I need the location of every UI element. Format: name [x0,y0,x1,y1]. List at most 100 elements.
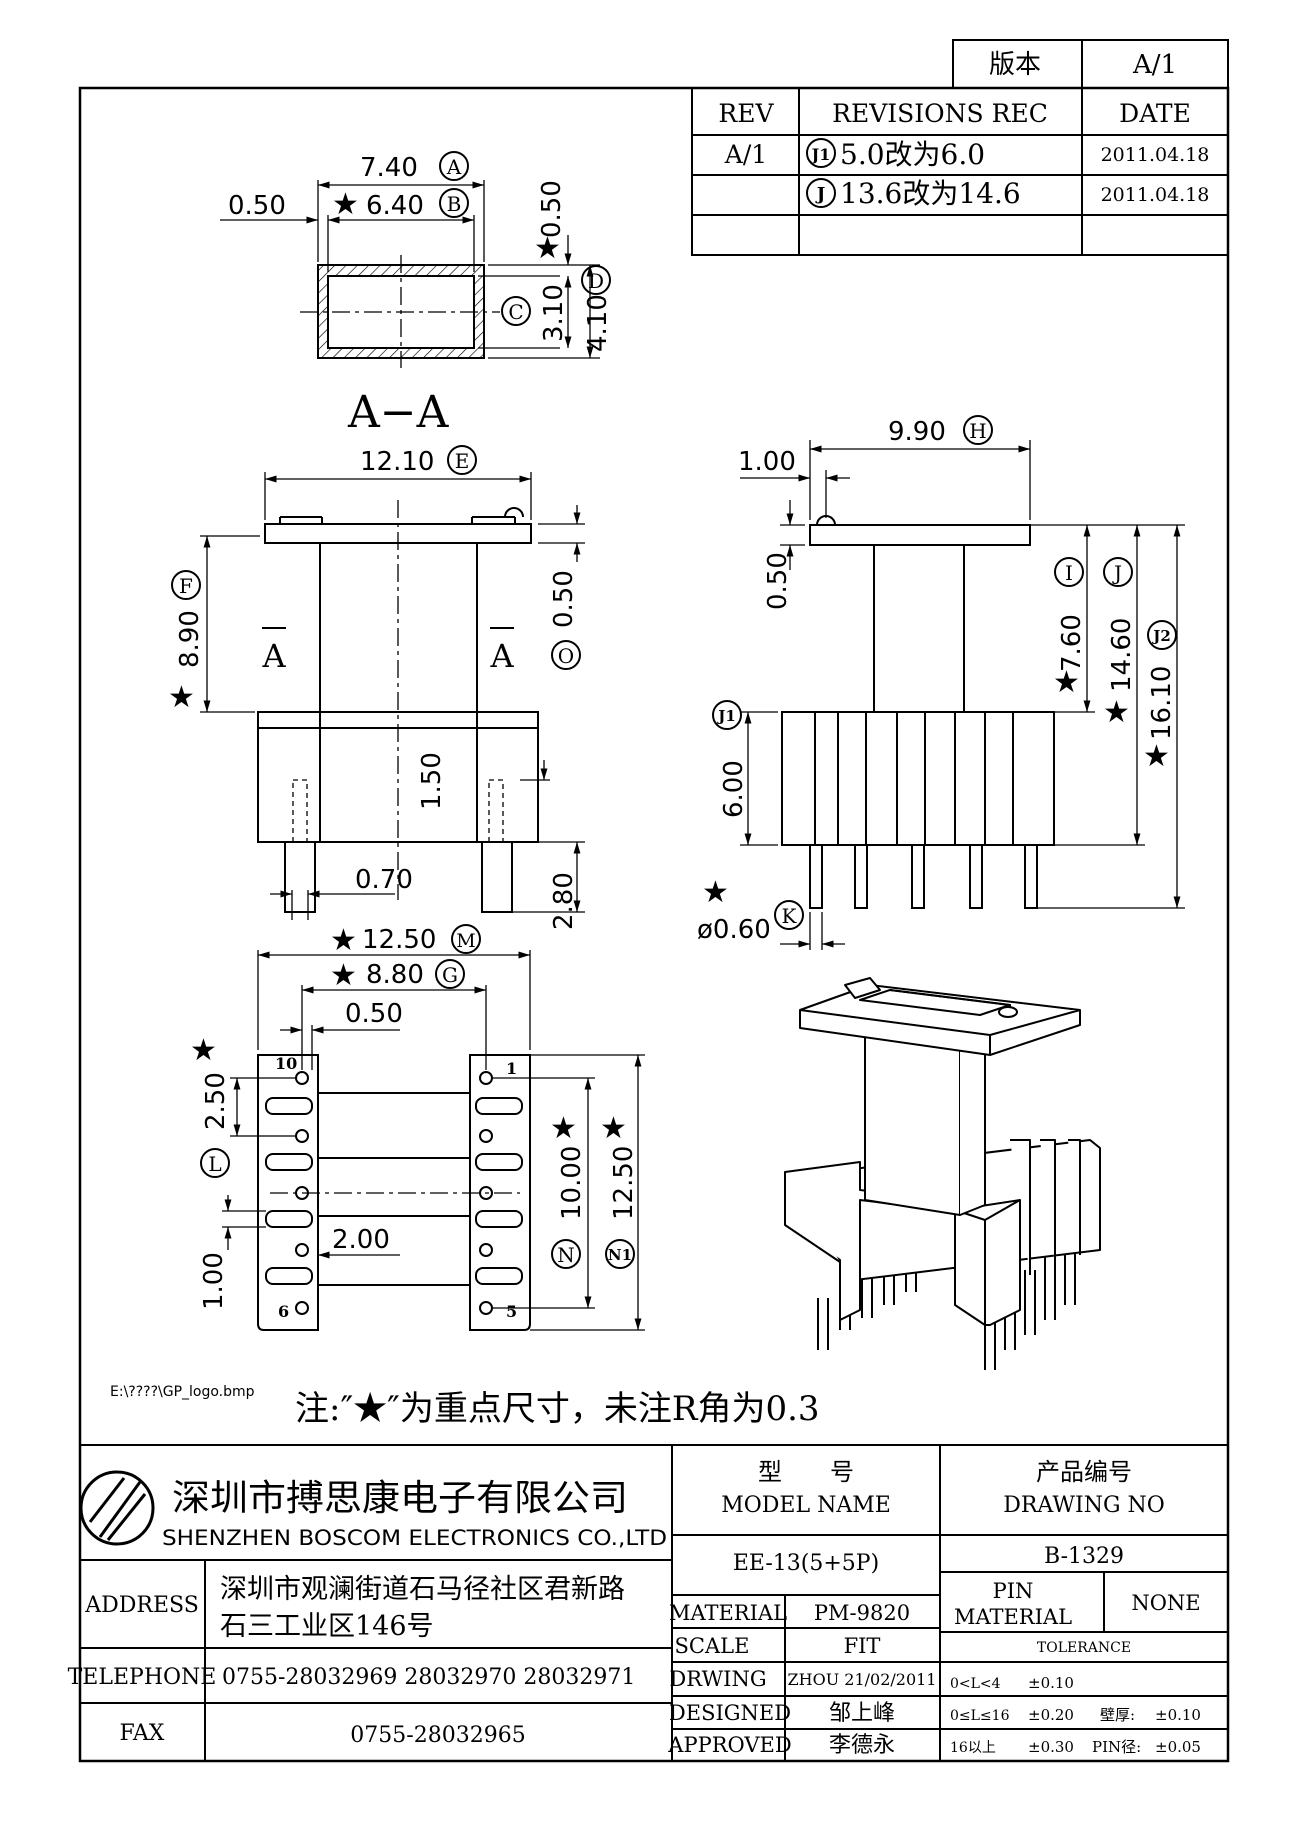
dim-12-50-height: 12.50 [609,1146,639,1220]
rev-header: REV [718,99,774,128]
tolerance-label: TOLERANCE [1037,1640,1131,1656]
star-12-50-v: ★ [600,1111,627,1146]
dim-10-00: 10.00 [557,1146,587,1220]
star-0-50: ★ [534,231,561,266]
tag-N: N [557,1243,575,1267]
tol-pin-value: ±0.05 [1155,1738,1201,1756]
tag-J: J [1112,561,1122,585]
tag-J1: J1 [716,707,736,725]
drawing-no-label-cn: 产品编号 [1036,1458,1132,1486]
company-name-cn: 深圳市搏思康电子有限公司 [172,1478,628,1519]
tol-1-value: ±0.10 [1028,1674,1074,1692]
tag-N1: N1 [608,1246,632,1264]
date-header: DATE [1119,99,1191,128]
drwing-value: ZHOU 21/02/2011 [788,1670,937,1689]
tag-G: G [442,963,458,987]
front-view: A−A [168,387,585,930]
tag-O: O [558,644,574,668]
dim-12-10: 12.10 [360,447,434,477]
isometric-view [784,977,1101,1370]
star-14-60: ★ [1103,695,1130,730]
company-logo [79,1470,155,1546]
dim-1-00-bottom: 1.00 [199,1252,229,1310]
pin-label-1: 1 [506,1059,517,1078]
designed-value: 邹上峰 [829,1701,895,1726]
dim-14-60: 14.60 [1107,618,1137,692]
cut-mark-left: A [261,637,286,675]
dim-0-50: 0.50 [228,191,286,221]
star-8-80: ★ [330,958,357,993]
tag-A: A [446,155,462,179]
side-view: 1.00 9.90 H 0.50 I J J2 7.60 ★ 14.60 ★ 1… [697,415,1185,950]
dim-2-00: 2.00 [332,1225,390,1255]
star-8-90: ★ [168,680,195,715]
dim-0-50-side: 0.50 [763,552,793,610]
dim-6-40: 6.40 [366,191,424,221]
address-label: ADDRESS [84,1593,199,1618]
tol-wall-label: 壁厚: [1100,1706,1135,1724]
rev-row-2-tag: J [815,184,826,205]
pin-label: PIN [993,1579,1034,1603]
dim-2-50: 2.50 [201,1072,231,1130]
dim-1-50: 1.50 [417,752,447,810]
drawing-no-label-en: DRAWING NO [1003,1493,1165,1518]
model-value: EE-13(5+5P) [733,1551,879,1576]
telephone-label: TELEPHONE [68,1665,217,1690]
note-text: 注:″★″为重点尺寸，未注R角为0.3 [295,1389,820,1429]
tol-2-value: ±0.20 [1028,1706,1074,1724]
dim-0-70: 0.70 [355,865,413,895]
model-label-en: MODEL NAME [721,1493,891,1518]
dim-6-00: 6.00 [719,760,749,818]
tol-1-range: 0<L<4 [950,1676,1001,1692]
dim-8-90: 8.90 [175,610,205,668]
revisions-table [691,87,1229,256]
dim-3-10: 3.10 [539,284,569,342]
pin-material-label: MATERIAL [954,1605,1072,1629]
pin-material-value: NONE [1131,1591,1200,1615]
dim-0-50-front: 0.50 [549,570,579,628]
drwing-label: DRWING [669,1667,766,1691]
approved-label: APPROVED [667,1733,791,1757]
dim-0-50-bottom: 0.50 [345,999,403,1029]
bottom-view: ★ 12.50 M ★ 8.80 G 0.50 ★ 2.50 L 2.00 1.… [190,923,645,1331]
section-title: A−A [347,387,450,438]
address-line-1: 深圳市观澜街道石马径社区君新路 [220,1574,625,1605]
rec-header: REVISIONS REC [832,99,1048,128]
tag-L: L [208,1152,221,1176]
rev-row-2-date: 2011.04.18 [1101,184,1210,206]
fax-label: FAX [120,1721,165,1746]
rev-row-1-date: 2011.04.18 [1101,144,1210,166]
dim-9-90: 9.90 [888,417,946,447]
star-16-10: ★ [1143,739,1170,774]
dim-16-10: 16.10 [1147,666,1177,740]
address-line-2: 石三工业区146号 [220,1611,434,1642]
star-10-00: ★ [550,1111,577,1146]
star-7-60: ★ [1053,665,1080,700]
tag-E: E [455,449,470,473]
star-pin: ★ [702,875,729,910]
tag-C: C [508,300,523,324]
pin-label-6: 6 [278,1302,289,1321]
tag-K: K [782,904,798,928]
approved-value: 李德永 [829,1733,895,1758]
rev-row-1-tag-circle [806,138,836,168]
star-12-50: ★ [330,923,357,958]
version-label: 版本 [989,50,1041,80]
rev-row-2-tag-circle [806,178,836,208]
company-name-en: SHENZHEN BOSCOM ELECTRONICS CO.,LTD [162,1526,667,1550]
tag-F: F [179,574,193,598]
section-view: 7.40 A 0.50 ★ 6.40 B 0.50 ★ C 3.10 D 4.1… [220,151,613,368]
telephone-value: 0755-28032969 28032970 28032971 [222,1665,635,1690]
tol-3-range: 16以上 [950,1740,996,1756]
tol-wall-value: ±0.10 [1155,1706,1201,1724]
dim-pin-diameter: ø0.60 [697,915,771,945]
material-label: MATERIAL [669,1601,787,1625]
dim-1-00-side: 1.00 [738,447,796,477]
star-6-40: ★ [332,187,359,222]
version-value: A/1 [1132,50,1177,80]
tag-M: M [456,930,475,952]
model-label-cn: 型 号 [758,1458,854,1486]
drawing-border [78,86,1230,1763]
material-value: PM-9820 [814,1601,910,1625]
